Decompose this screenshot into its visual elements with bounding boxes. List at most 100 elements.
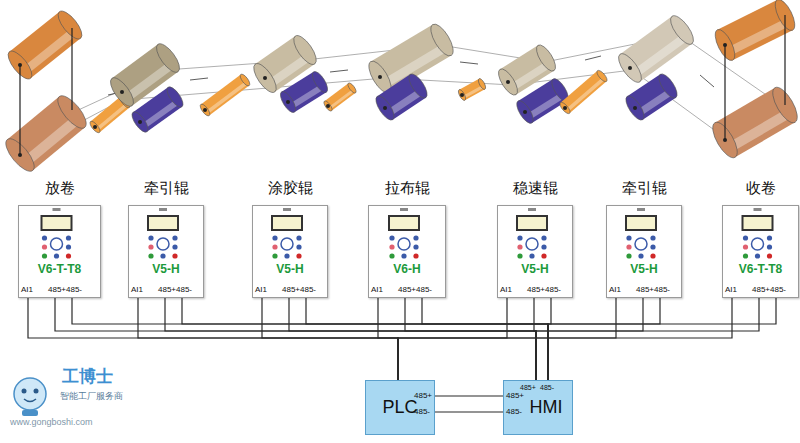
roller <box>95 102 125 127</box>
keypad-button <box>413 244 418 249</box>
terminal-label: 485+ <box>282 286 300 294</box>
keypad-button <box>541 244 546 249</box>
terminal-label: AI1 <box>609 286 621 294</box>
watermark-slogan: 智能工厂服务商 <box>60 392 123 401</box>
terminal-label: 485- <box>66 286 82 294</box>
drive-vent <box>400 208 408 211</box>
terminal-label: 485- <box>300 286 316 294</box>
keypad-button <box>767 244 772 249</box>
roller-end <box>129 109 151 134</box>
terminal-label: AI1 <box>21 286 33 294</box>
roller-axle <box>138 120 142 124</box>
terminal-label: AI1 <box>725 286 737 294</box>
keypad-button <box>172 253 177 258</box>
keypad-dial <box>51 238 63 250</box>
roller-highlight <box>635 36 687 74</box>
keypad-button <box>172 244 177 249</box>
terminal-label: 485+ <box>752 286 770 294</box>
terminal-label: 485- <box>540 384 554 391</box>
terminal-label: 485+ <box>527 286 545 294</box>
keypad-button <box>626 235 631 240</box>
roller-axle <box>563 106 567 110</box>
roller-end <box>457 89 467 102</box>
model-number: V6-T-T8 <box>19 262 100 276</box>
rewind-frame <box>725 15 785 140</box>
roller-end <box>250 60 281 96</box>
bus-wire <box>398 298 616 380</box>
roller-end <box>656 71 681 101</box>
bus-wire <box>165 298 548 380</box>
roller-axle <box>203 108 207 112</box>
roller-end <box>152 40 183 75</box>
roller-end <box>406 71 431 101</box>
keypad-button <box>650 244 655 249</box>
roller-end <box>477 78 487 91</box>
terminal-label: 485+ <box>398 286 416 294</box>
keypad-button <box>389 235 394 240</box>
bus-wire <box>536 298 660 380</box>
keypad-button <box>66 235 71 240</box>
keypad-button <box>517 244 522 249</box>
keypad-button <box>401 253 406 258</box>
bus-wire <box>398 298 732 380</box>
keypad-button <box>743 235 748 240</box>
controller-name: PLC <box>382 397 417 418</box>
roller-name: 牵引辊 <box>144 179 189 198</box>
roller-highlight <box>26 119 78 162</box>
drive-body <box>128 205 198 298</box>
roller-name: 牵引辊 <box>622 179 667 198</box>
roller-axle <box>523 110 527 114</box>
keypad-button <box>296 253 301 258</box>
roller <box>565 76 602 108</box>
roller-highlight <box>388 91 421 113</box>
roller <box>328 88 352 106</box>
drive-display <box>272 216 302 230</box>
keypad-button <box>638 253 643 258</box>
keypad-button <box>743 253 748 258</box>
keypad-button <box>284 253 289 258</box>
keypad-button <box>148 244 153 249</box>
model-number: V6-H <box>369 262 445 276</box>
drive-vent <box>754 208 762 211</box>
roller-end <box>533 42 559 74</box>
roller-end <box>495 66 521 98</box>
bus-wire <box>289 298 548 380</box>
roller-highlight <box>638 91 671 113</box>
drive-display <box>42 216 72 230</box>
terminal-label: 485- <box>654 286 670 294</box>
terminal-label: 485+ <box>520 384 536 391</box>
keypad-button <box>529 253 534 258</box>
keypad-button <box>413 235 418 240</box>
roller-axle <box>120 90 124 94</box>
roller-highlight <box>25 31 75 71</box>
keypad-button <box>172 235 177 240</box>
roller-highlight <box>567 78 604 110</box>
roller-name: 涂胶辊 <box>268 179 313 198</box>
inverter-box: 牵引辊V5-H <box>128 205 204 298</box>
roller-highlight <box>143 101 178 126</box>
roller-end <box>614 50 645 85</box>
keypad-button <box>541 253 546 258</box>
terminal-label: 485+ <box>48 286 66 294</box>
keypad-button <box>767 235 772 240</box>
roller-end <box>666 12 697 47</box>
drive-vent <box>159 208 167 211</box>
roller-name: 收卷 <box>746 179 776 198</box>
keypad-button <box>650 253 655 258</box>
drive-vent <box>283 208 291 211</box>
inverter-box: 拉布辊V6-H <box>368 205 446 298</box>
keypad-button <box>272 244 277 249</box>
keypad-button <box>66 253 71 258</box>
keypad-dial <box>398 238 410 250</box>
keypad-button <box>42 235 47 240</box>
keypad-dial <box>526 238 538 250</box>
drive-body <box>606 205 676 298</box>
bus-wire <box>378 298 398 380</box>
keypad-button <box>389 253 394 258</box>
keypad-dial <box>752 238 764 250</box>
roller-highlight <box>512 64 550 88</box>
keypad-button <box>160 253 165 258</box>
roller-end <box>322 100 333 112</box>
keypad-button <box>517 235 522 240</box>
